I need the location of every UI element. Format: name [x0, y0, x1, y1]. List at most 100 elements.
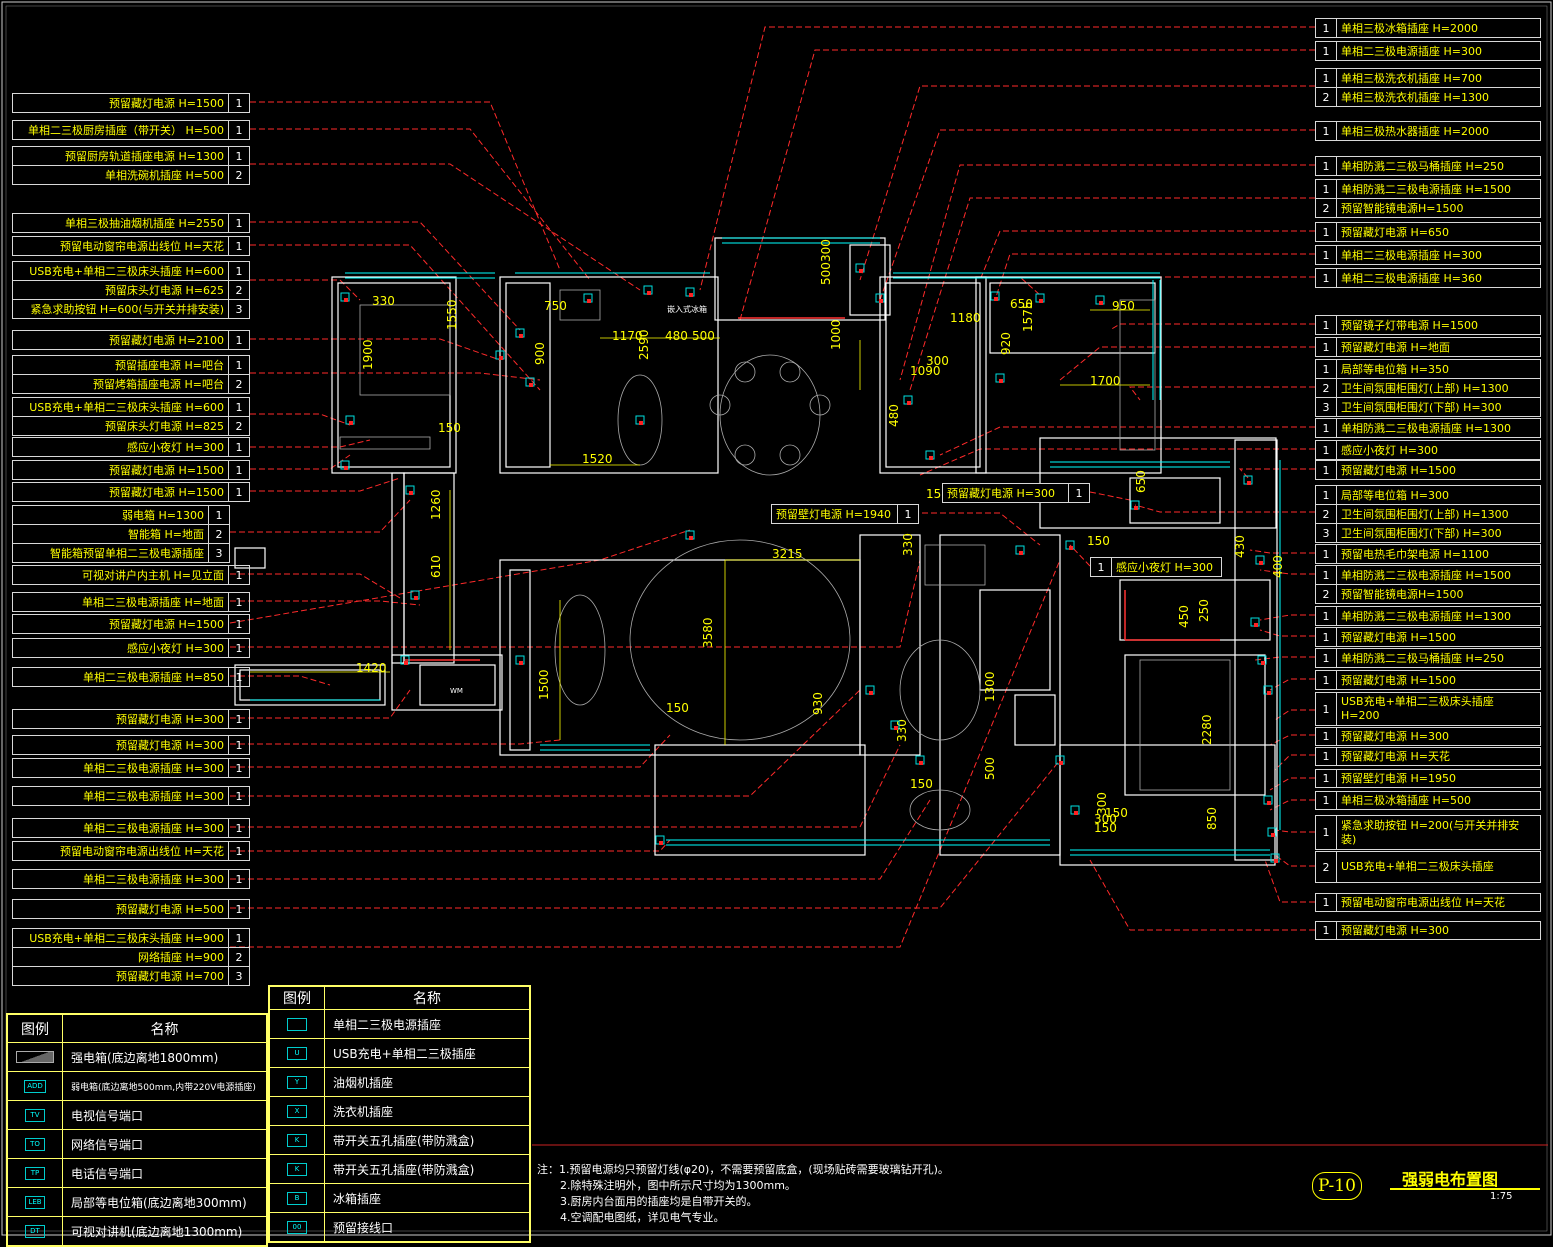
outlet-marker-dot [1267, 691, 1271, 695]
annotation-text: 预留电动窗帘电源出线位 H=天花 [1337, 896, 1540, 910]
annotation-count: 1 [228, 356, 249, 374]
dimension-value: 1520 [582, 452, 613, 466]
annotation-box: 预留藏灯电源 H=1500 1 [12, 460, 250, 480]
legend-symbol-glyph: K [287, 1133, 307, 1147]
annotation-text: 单相防溅二三极电源插座 H=1300 [1341, 422, 1511, 435]
dimension-value: 480 [887, 404, 901, 427]
dimension-value: 150 [1105, 806, 1128, 820]
annotation-count: 1 [1316, 42, 1337, 60]
annotation-count: 1 [228, 566, 249, 584]
legend-col-icon-title: 图例 [270, 987, 325, 1009]
sheet-title: 强弱电布置图 [1402, 1170, 1499, 1189]
annotation-text: 预留藏灯电源 H=300 [116, 739, 224, 752]
annotation-count: 1 [1316, 69, 1337, 87]
dimension-value: 900 [533, 342, 547, 365]
dimension-value: 480 [665, 329, 688, 343]
annotation-text: 单相二三极电源插座 H=850 [83, 671, 224, 684]
dimension-value: 610 [429, 555, 443, 578]
dimension-value: 500 [692, 329, 715, 343]
annotation-count: 1 [228, 461, 249, 479]
annotation-text: 单相三极热水器插座 H=2000 [1341, 125, 1489, 138]
annotation-text: 预留镜子灯带电源 H=1500 [1341, 319, 1478, 332]
annotation-count: 1 [228, 759, 249, 777]
outlet-marker-dot [1099, 301, 1103, 305]
annotation-count: 1 [1316, 748, 1337, 765]
annotation-count: 2 [1316, 852, 1337, 882]
outlet-marker-dot [1254, 623, 1258, 627]
annotation-text: 单相三极抽油烟机插座 H=2550 [65, 217, 224, 230]
legend-row: 00 预留接线口 [270, 1213, 529, 1241]
dimension-value: 300 [1094, 812, 1117, 826]
outlet-marker-dot [409, 491, 413, 495]
dimension-value: 1000 [829, 319, 843, 350]
note-line: 2.除特殊注明外，图中所示尺寸均为1300mm。 [560, 1179, 796, 1192]
annotation-text: 可视对讲户内主机 H=见立面 [82, 569, 224, 582]
annotation-count: 1 [1316, 223, 1337, 241]
annotation-count: 1 [228, 736, 249, 754]
dimension-value: 150 [1094, 821, 1117, 835]
annotation-text: 单相二三极电源插座 H=300 [83, 822, 224, 835]
annotation-text: 紧急求助按钮 H=600(与开关并排安装) [30, 303, 224, 316]
note-line: 4.空调配电图纸，详见电气专业。 [560, 1211, 725, 1224]
legend-label: 预留接线口 [333, 1220, 394, 1235]
dimension-value: 330 [895, 719, 909, 742]
legend-symbol-glyph: DT [25, 1224, 45, 1238]
annotation-text: 单相三极洗衣机插座 H=1300 [1341, 91, 1489, 104]
outlet-marker-dot [414, 596, 418, 600]
legend-symbol-icon: K [270, 1155, 325, 1183]
annotation-text: 预留电动窗帘电源出线位 H=天花 [60, 845, 224, 858]
annotation-text: 弱电箱 H=1300 [122, 509, 204, 522]
annotation-text: 预留藏灯电源 H=1500 [109, 464, 224, 477]
outlet-marker-dot [1069, 546, 1073, 550]
legend-symbol-icon: 00 [270, 1213, 325, 1241]
legend-symbol-icon: U [270, 1039, 325, 1067]
title-underline [1390, 1188, 1540, 1190]
outlet-marker-dot [907, 401, 911, 405]
annotation-count: 1 [1316, 441, 1337, 459]
dimension-value: 450 [1177, 605, 1191, 628]
annotation-text: 智能箱预留单相二三极电源插座 [50, 547, 204, 560]
legend-label: 电视信号端口 [71, 1108, 144, 1123]
